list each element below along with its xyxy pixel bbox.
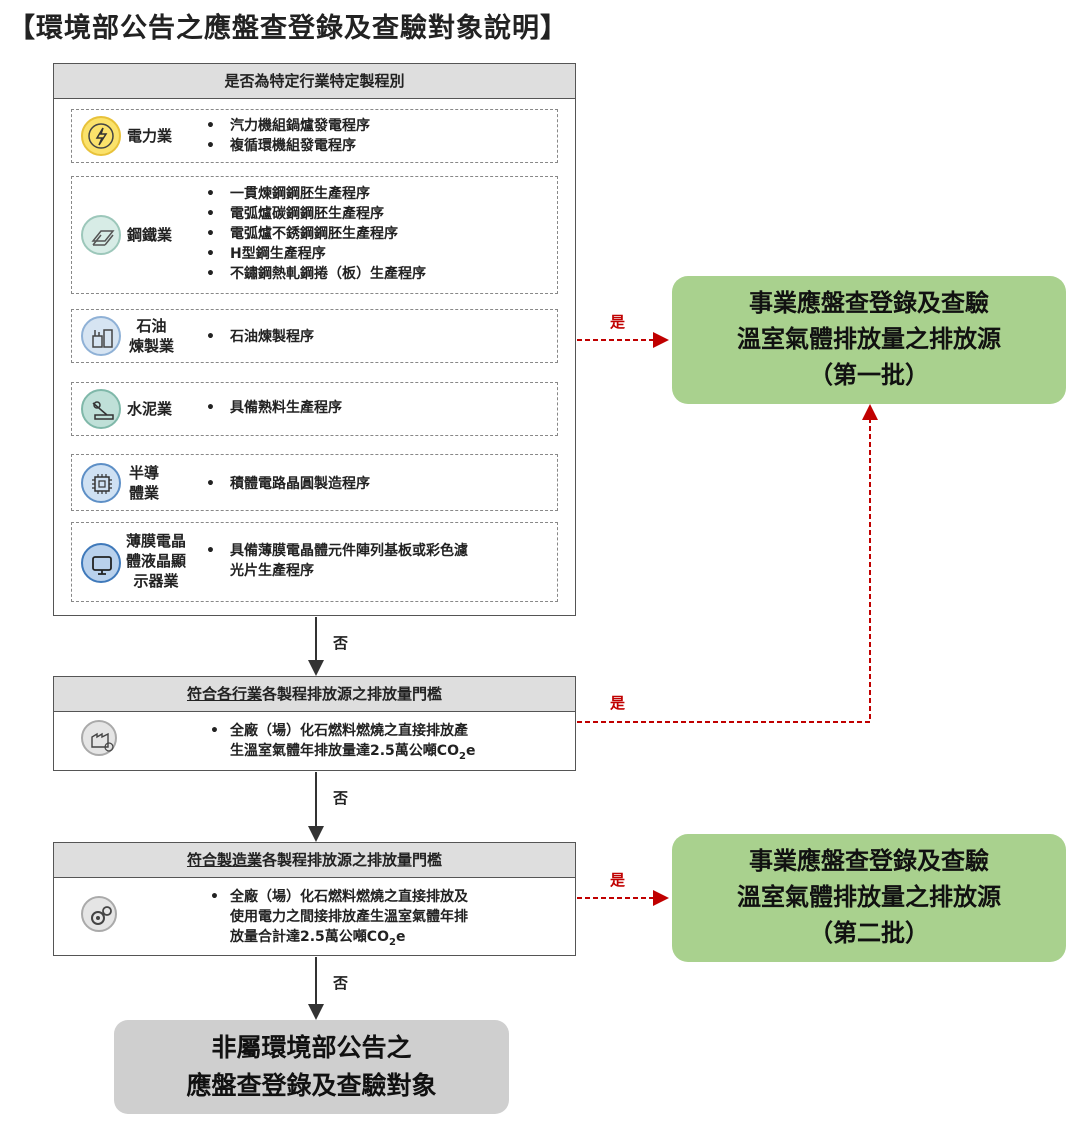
industry-power: 電力業 汽力機組鍋爐發電程序 複循環機組發電程序 xyxy=(71,109,558,163)
industry-threshold-text: • 全廠（場）化石燃料燃燒之直接排放產 生溫室氣體年排放量達2.5萬公噸CO2e xyxy=(210,723,476,762)
process-item: H型鋼生產程序 xyxy=(202,244,426,264)
yes-label: 是 xyxy=(610,871,626,889)
lightning-icon xyxy=(81,116,121,156)
industry-name: 石油 煉製業 xyxy=(129,317,175,355)
process-item: 電弧爐不銹鋼鋼胚生產程序 xyxy=(202,224,426,244)
industry-threshold-box: 符合各行業各製程排放源之排放量門檻 • 全廠（場）化石燃料燃燒之直接排放產 生溫… xyxy=(53,676,576,771)
process-item: 石油煉製程序 xyxy=(202,327,314,347)
industry-semiconductor: 半導 體業 積體電路晶圓製造程序 xyxy=(71,454,558,511)
process-item: 複循環機組發電程序 xyxy=(202,136,370,156)
industry-tft-lcd: 薄膜電晶 體液晶顯 示器業 具備薄膜電晶體元件陣列基板或彩色濾 光片生產程序 xyxy=(71,522,558,602)
result-not-applicable: 非屬環境部公告之 應盤查登錄及查驗對象 xyxy=(114,1020,509,1114)
process-item: 一貫煉鋼鋼胚生產程序 xyxy=(202,184,426,204)
no-label: 否 xyxy=(333,789,349,807)
industry-threshold-header: 符合各行業各製程排放源之排放量門檻 xyxy=(54,677,575,712)
industry-name: 鋼鐵業 xyxy=(127,226,173,244)
result-second-batch: 事業應盤查登錄及查驗 溫室氣體排放量之排放源 （第二批） xyxy=(672,834,1066,962)
no-label: 否 xyxy=(333,634,349,652)
process-item: 電弧爐碳鋼鋼胚生產程序 xyxy=(202,204,426,224)
page-title: 【環境部公告之應盤查登錄及查驗對象說明】 xyxy=(8,13,568,44)
industry-steel: 鋼鐵業 一貫煉鋼鋼胚生產程序 電弧爐碳鋼鋼胚生產程序 電弧爐不銹鋼鋼胚生產程序 … xyxy=(71,176,558,294)
chip-icon xyxy=(81,463,121,503)
process-item: 汽力機組鍋爐發電程序 xyxy=(202,116,370,136)
process-item: 具備薄膜電晶體元件陣列基板或彩色濾 光片生產程序 xyxy=(202,541,468,581)
manufacturing-threshold-header: 符合製造業各製程排放源之排放量門檻 xyxy=(54,843,575,878)
industry-petroleum: 石油 煉製業 石油煉製程序 xyxy=(71,309,558,363)
manufacturing-threshold-box: 符合製造業各製程排放源之排放量門檻 • 全廠（場）化石燃料燃燒之直接排放及 使用… xyxy=(53,842,576,956)
manufacturing-threshold-text: • 全廠（場）化石燃料燃燒之直接排放及 使用電力之間接排放產生溫室氣體年排 放量… xyxy=(210,889,468,948)
industry-name: 薄膜電晶 體液晶顯 示器業 xyxy=(126,532,187,590)
cement-icon xyxy=(81,389,121,429)
industry-cement: 水泥業 具備熟料生產程序 xyxy=(71,382,558,436)
refinery-icon xyxy=(81,316,121,356)
result-first-batch: 事業應盤查登錄及查驗 溫室氣體排放量之排放源 （第一批） xyxy=(672,276,1066,404)
industry-name: 電力業 xyxy=(127,127,173,145)
monitor-icon xyxy=(81,543,121,583)
industry-name: 水泥業 xyxy=(127,400,173,418)
yes-arrow-2 xyxy=(577,404,878,723)
steel-icon xyxy=(81,215,121,255)
process-item: 積體電路晶圓製造程序 xyxy=(202,474,370,494)
industry-process-box: 是否為特定行業特定製程別 電力業 汽力機組鍋爐發電程序 複循環機組發電程序 鋼鐵… xyxy=(53,63,576,616)
process-item: 不鏽鋼熱軋鋼捲（板）生產程序 xyxy=(202,264,426,284)
factory-icon xyxy=(81,720,117,756)
no-label: 否 xyxy=(333,974,349,992)
industry-box-header: 是否為特定行業特定製程別 xyxy=(54,64,575,99)
process-item: 具備熟料生產程序 xyxy=(202,398,342,418)
yes-label: 是 xyxy=(610,313,626,331)
industry-name: 半導 體業 xyxy=(129,464,160,502)
gears-icon xyxy=(81,896,117,932)
yes-label: 是 xyxy=(610,694,626,712)
